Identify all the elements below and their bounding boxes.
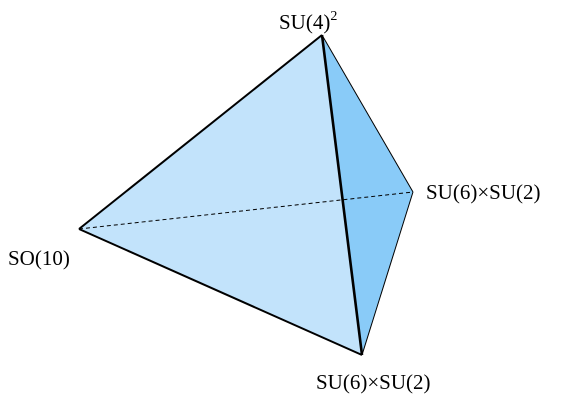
vertex-label-top: SU(4)2 [279,9,337,34]
hidden-edge-left-right [78,191,414,230]
front-face [79,35,362,355]
edge-right-bottom [361,191,414,356]
vertex-label-bottom: SU(6)×SU(2) [316,370,431,394]
vertex-label-left: SO(10) [8,246,70,270]
edge-left-bottom [78,228,363,356]
right-face [322,35,413,355]
edge-top-left [78,34,323,230]
edge-top-bottom [320,34,364,356]
vertex-label-top-base: SU(4) [279,10,330,34]
vertex-label-top-superscript: 2 [330,9,337,24]
edge-top-right [321,34,414,193]
vertex-label-right: SU(6)×SU(2) [426,180,541,204]
